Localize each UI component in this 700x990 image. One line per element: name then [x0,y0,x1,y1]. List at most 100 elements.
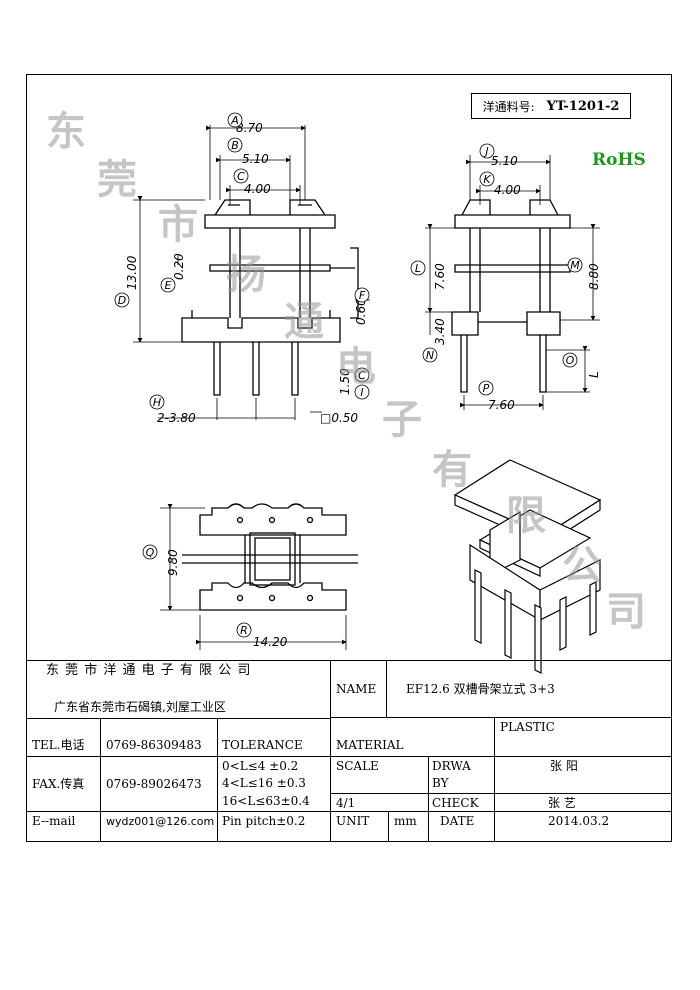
circle-i-label: I [360,386,363,399]
watermark-char: 有 [432,447,472,493]
fax-label: FAX.传真 [32,777,85,791]
tel-label: TEL.电话 [32,738,85,752]
circle-g-label: C [358,369,366,382]
material-value: PLASTIC [500,720,555,734]
watermark-char: 电 [336,344,376,390]
tolerance-row-1: 0<L≤4 ±0.2 [222,759,299,773]
date-value: 2014.03.2 [548,814,610,828]
dim-i-value: □0.50 [320,411,358,425]
name-value: EF12.6 双槽骨架立式 3+3 [406,682,555,696]
date-label: DATE [440,814,475,828]
dim-j-value: 5.10 [491,154,518,168]
top-view [182,503,358,611]
watermark-char: 司 [606,589,646,635]
watermark-char: 东 [46,109,86,155]
side-view-labels: 5.10 4.00 7.60 8.80 3.40 L 7.60 [433,154,601,412]
tb-line [386,660,387,718]
drawing-sheet [26,74,672,842]
tb-line [26,756,672,757]
tb-line [26,660,672,661]
circle-b-label: B [231,139,239,152]
dim-a-value: 8.70 [236,121,263,135]
scale-label: SCALE [336,759,379,773]
fax-value: 0769-89026473 [106,777,202,791]
dim-f-value: 0.60 [354,298,368,325]
circle-p-label: P [483,382,490,395]
circle-q-label: Q [146,546,155,559]
company-name: 东 莞 市 洋 通 电 子 有 限 公 司 [46,663,252,678]
tb-line [26,811,672,812]
watermark-char: 市 [158,202,198,248]
circle-f-label: F [359,289,366,302]
circle-e-label: E [165,279,172,292]
unit-value: mm [394,814,417,828]
dim-h-value: 2-3.80 [157,411,196,425]
tb-line [100,718,101,842]
circle-d-label: D [118,294,126,307]
side-view [451,199,571,393]
circle-a-label: A [230,114,239,127]
tolerance-row-4: Pin pitch±0.2 [222,814,306,828]
tb-line [330,793,672,794]
company-address: 广东省东莞市石碣镇,刘屋工业区 [54,700,226,714]
dim-q-value: 9.80 [166,549,180,576]
drawn-by-label-2: BY [432,776,449,790]
scale-value: 4/1 [336,796,356,810]
check-value: 张 艺 [548,796,576,810]
dim-l-value: 7.60 [433,263,447,290]
tb-line [428,756,429,842]
watermark-char: 扬 [226,252,266,298]
tolerance-row-2: 4<L≤16 ±0.3 [222,776,306,790]
dim-c-value: 4.00 [244,182,271,196]
side-view-circles [410,143,583,396]
tb-line [494,718,495,842]
tolerance-label: TOLERANCE [222,738,303,752]
dim-e-value: 0.20 [172,253,186,280]
side-view-dims [425,155,600,410]
part-number-value: YT-1201-2 [546,98,620,114]
tb-line [26,718,330,719]
unit-label: UNIT [336,814,370,828]
tb-line [217,718,218,842]
side-view-circle-letters: J K L M N O P [415,145,580,395]
check-label: CHECK [432,796,479,810]
circle-n-label: N [426,349,434,362]
tb-line [388,811,389,842]
front-view-circles [114,112,370,410]
watermark-char: 通 [284,299,324,345]
top-view-dims [160,504,347,650]
watermark-char: 子 [382,397,422,443]
circle-k-label: K [483,173,491,186]
tel-value: 0769-86309483 [106,738,202,752]
watermark-char: 公 [562,543,602,589]
email-label: E--mail [32,814,76,828]
tb-line [330,660,331,842]
name-label: NAME [336,682,377,696]
circle-r-label: R [240,624,248,637]
circle-m-label: M [570,259,580,272]
tolerance-row-3: 16<L≤63±0.4 [222,794,310,808]
dim-k-value: 4.00 [494,183,521,197]
circle-c-label: C [237,170,245,183]
front-view-labels: 8.70 5.10 4.00 13.00 0.20 0.60 1.50 2-3.… [125,121,368,425]
dim-d-value: 13.00 [125,255,139,290]
rohs-mark: RoHS [592,150,646,170]
top-view-labels: 9.80 14.20 [166,549,288,649]
drawn-by-label-1: DRWA [432,759,471,773]
top-view-circles [142,544,252,638]
watermark-char: 限 [506,493,546,539]
part-number-box: 洋通料号: YT-1201-2 [471,93,631,119]
dim-o-value: L [587,371,601,378]
dim-g-value: 1.50 [338,368,352,395]
isometric-view [453,459,602,674]
dim-n-value: 3.40 [433,318,447,345]
circle-o-label: O [566,354,575,367]
drawn-by-value: 张 阳 [550,759,578,773]
dim-b-value: 5.10 [242,152,269,166]
tb-line [330,717,672,718]
front-view-circle-letters: A B C D E F C I H [118,114,366,409]
front-view-dims [133,125,370,420]
material-label: MATERIAL [336,738,404,752]
part-number-label: 洋通料号: [482,99,535,114]
